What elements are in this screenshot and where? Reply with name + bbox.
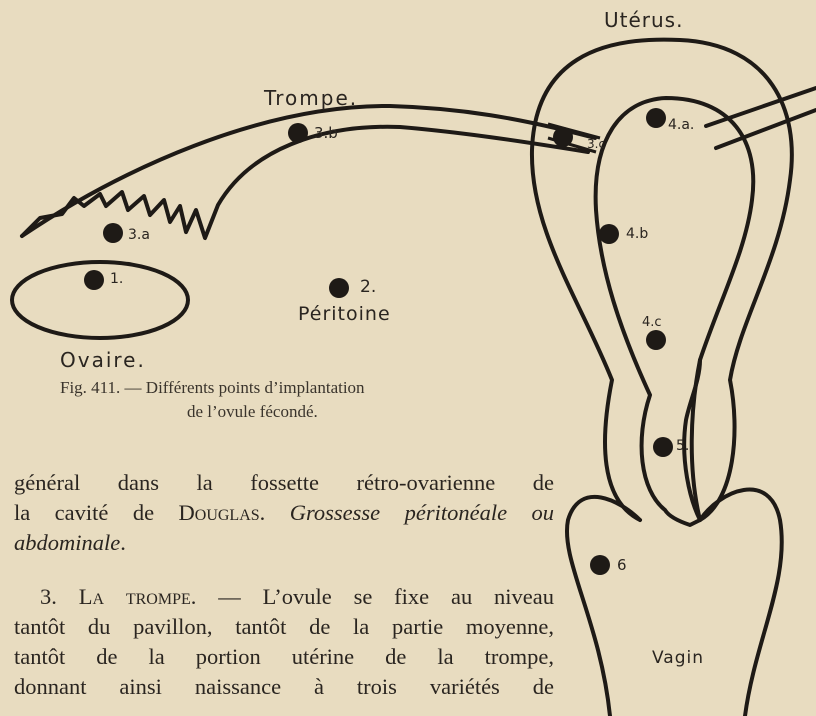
figure-caption: Fig. 411. — Différents points d’implanta… [60,376,520,424]
caption-line-1: Fig. 411. — Différents points d’implanta… [60,376,520,400]
point-2 [329,278,349,298]
point-4a [646,108,666,128]
label-point-3a: 3.a [128,227,150,243]
label-uterus: Utérus. [604,8,683,32]
label-point-5: 5. [676,438,689,454]
point-6 [590,555,610,575]
para2-line-3: tantôt de la portion utérine de la tromp… [14,642,554,672]
label-vagin: Vagin [652,648,704,668]
label-point-4c: 4.c [642,315,662,330]
para2-line-2: tantôt du pavillon, tantôt de la partie … [14,612,554,642]
point-3c [553,127,573,147]
section-title: La trompe [79,584,191,609]
uterus-inner-cavity [596,98,754,525]
para2-line-4: donnant ainsi naissance à trois variétés… [14,672,554,702]
douglas-name: Douglas [179,500,260,525]
paragraph-peritoneal: général dans la fossette rétro-ovarienne… [14,468,554,558]
point-1 [84,270,104,290]
paragraph-trompe: 3. La trompe. — L’ovule se fixe au nivea… [40,582,554,612]
tube-right-outline [706,88,816,148]
point-5 [653,437,673,457]
tube-lower-outline [22,127,588,238]
caption-line-2: de l’ovule fécondé. [60,400,520,424]
para2-line-1: 3. La trompe. — L’ovule se fixe au nivea… [40,582,554,612]
tube-upper-outline [22,106,595,236]
para1-line-3: abdominale. [14,528,554,558]
label-point-4a: 4.a. [668,117,694,133]
point-3b [288,123,308,143]
label-peritoine: Péritoine [298,303,391,325]
label-point-3c: 3.c [587,137,605,151]
label-ovaire: Ovaire. [60,348,146,372]
label-point-2: 2. [360,277,376,297]
label-trompe: Trompe. [264,86,358,110]
para1-line-1: général dans la fossette rétro-ovarienne… [14,468,554,498]
vagina-outline [567,490,782,716]
label-point-3b: 3.b [314,124,338,142]
paragraph-trompe-cont: tantôt du pavillon, tantôt de la partie … [14,612,554,702]
label-point-4b: 4.b [626,226,648,242]
para1-italic: Grossesse péritonéale ou [290,500,554,525]
point-3a [103,223,123,243]
point-4c [646,330,666,350]
label-point-6: 6 [617,556,627,574]
point-4b [599,224,619,244]
para1-line-2: la cavité de Douglas. Grossesse péritoné… [14,498,554,528]
label-point-1: 1. [110,271,123,287]
